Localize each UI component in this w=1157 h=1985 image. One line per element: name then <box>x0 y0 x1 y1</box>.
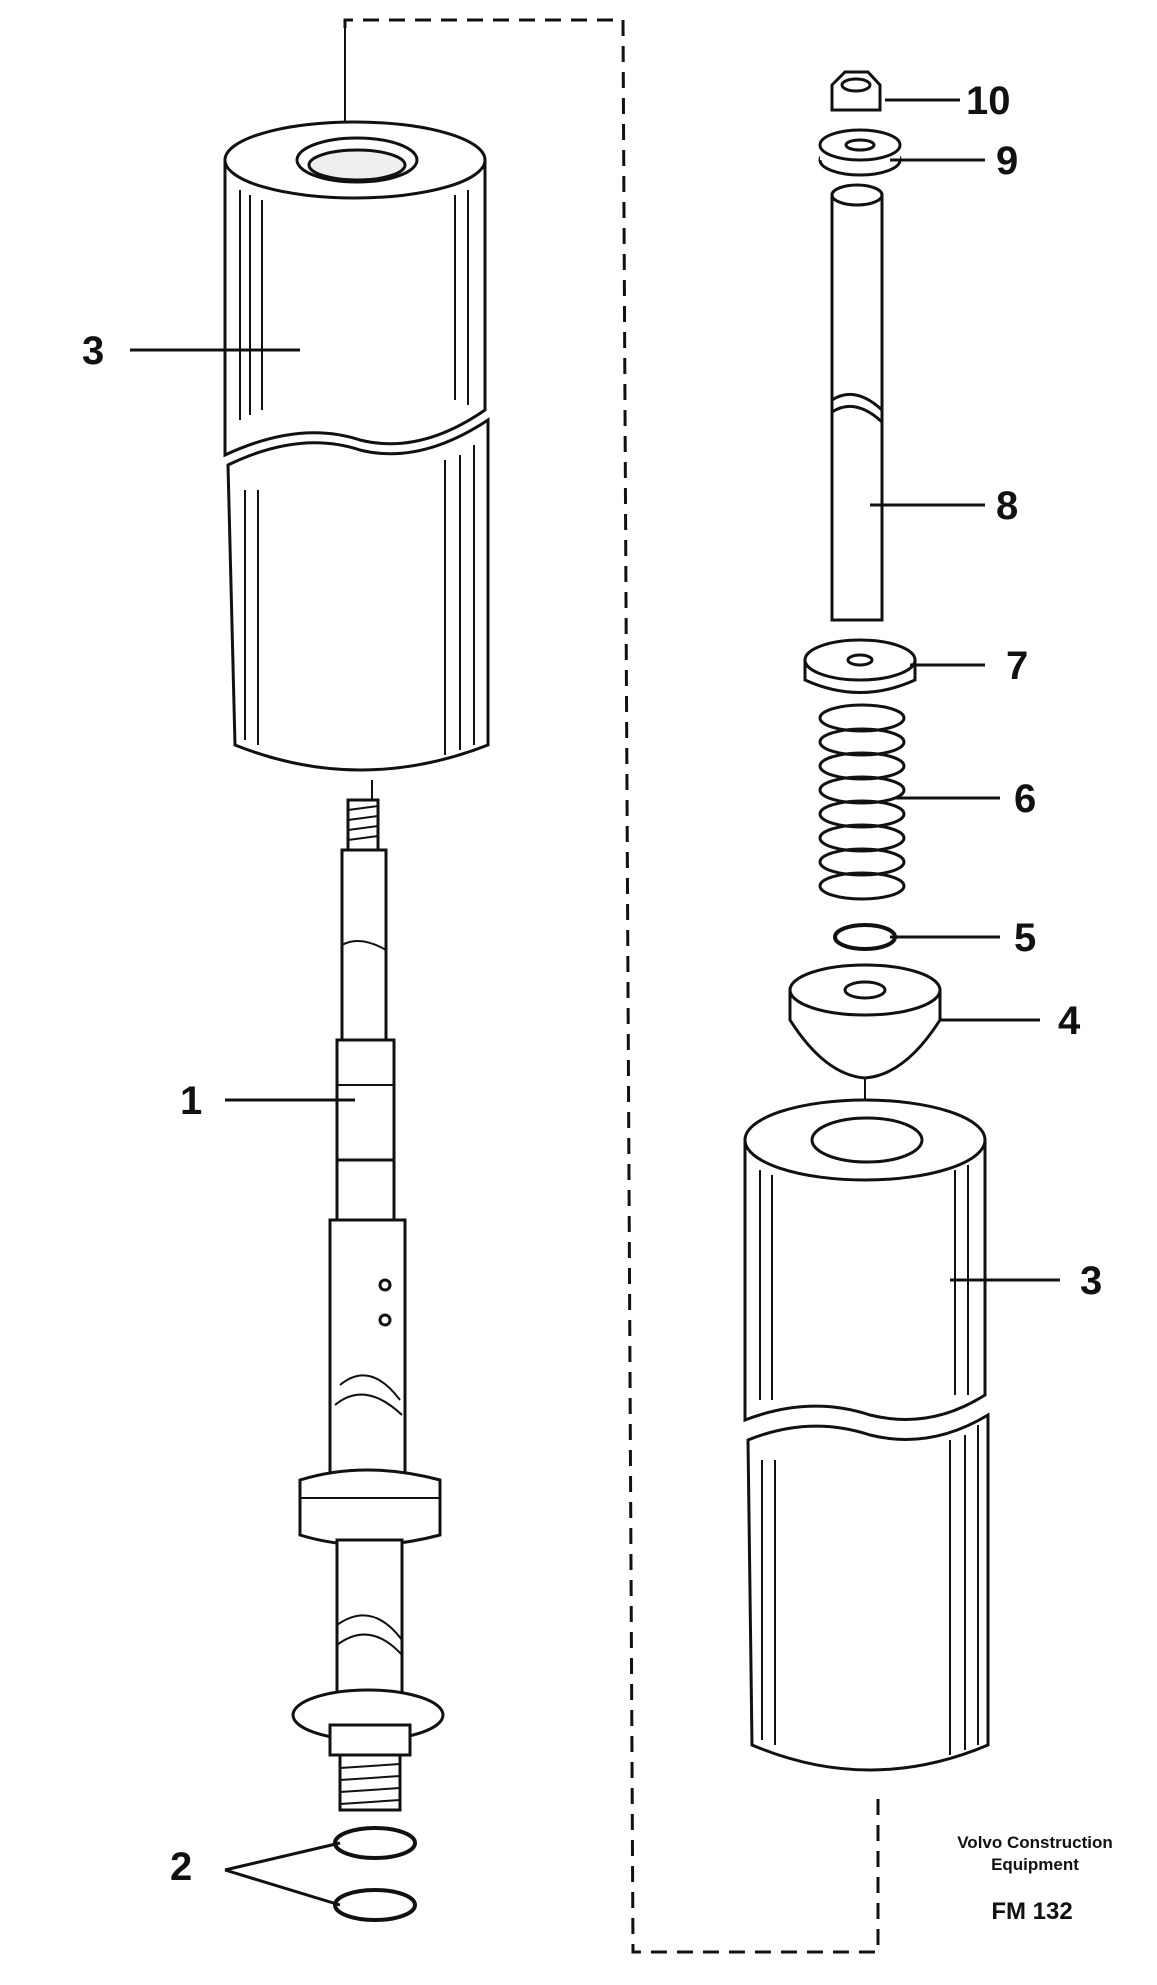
callout-6: 6 <box>1014 777 1036 821</box>
part-8-rod <box>830 183 884 622</box>
part-10-nut <box>830 70 882 112</box>
part-6-spring <box>818 703 906 901</box>
part-7-spring-seat <box>803 638 917 694</box>
callout-5: 5 <box>1014 916 1036 960</box>
part-2-o-rings <box>333 1826 417 1922</box>
assembly-dashed-line <box>343 18 880 1954</box>
callout-1: 1 <box>180 1079 202 1123</box>
credit-line-2: Equipment <box>991 1855 1079 1874</box>
callout-2: 2 <box>170 1845 192 1889</box>
leader-2a <box>224 1841 341 1872</box>
callout-7: 7 <box>1006 644 1028 688</box>
callout-9: 9 <box>996 139 1018 183</box>
callout-3-left: 3 <box>82 329 104 373</box>
credit-line-1: Volvo Construction <box>957 1833 1113 1852</box>
callout-8: 8 <box>996 484 1018 528</box>
part-9-washer <box>818 128 902 177</box>
part-3-cylinder-right <box>743 1098 990 1772</box>
leader-2b <box>224 1868 341 1907</box>
callout-4: 4 <box>1058 999 1081 1043</box>
part-5-ring <box>833 923 897 951</box>
figure-code: FM 132 <box>991 1898 1072 1925</box>
part-1-spool-shaft <box>291 780 445 1812</box>
part-4-valve-seat <box>788 963 942 1100</box>
callout-10: 10 <box>966 79 1011 123</box>
callout-3-right: 3 <box>1080 1259 1102 1303</box>
part-3-cylinder-left <box>223 120 490 772</box>
